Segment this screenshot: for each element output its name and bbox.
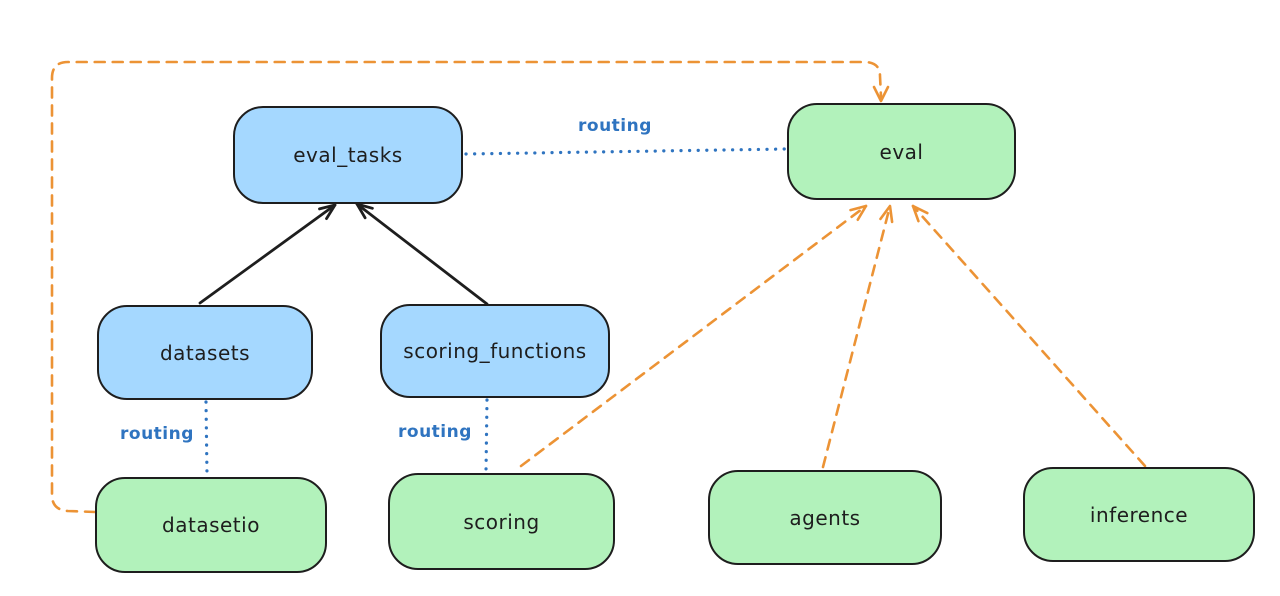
edge-datasets-to-eval-tasks (198, 203, 337, 305)
edge-datasetio-to-eval-arrowhead (872, 85, 890, 103)
edge-datasets-to-datasetio-dotted (204, 400, 209, 477)
node-datasets-label: datasets (159, 340, 251, 365)
edge-inference-to-eval-dashed (911, 204, 1147, 468)
node-scoring: scoring (388, 473, 615, 570)
node-eval-tasks: eval_tasks (233, 106, 463, 204)
node-eval-label: eval (879, 139, 924, 164)
node-inference-label: inference (1089, 502, 1189, 527)
node-scoring-functions-label: scoring_functions (403, 339, 587, 363)
edge-datasets-to-eval-tasks-arrowhead (318, 203, 337, 220)
edge-inference-to-eval-arrowhead (911, 204, 929, 223)
node-eval-tasks-label: eval_tasks (293, 143, 403, 167)
node-eval: eval (787, 103, 1016, 200)
node-agents-label: agents (789, 505, 861, 530)
node-agents: agents (708, 470, 942, 565)
edge-agents-to-eval-arrowhead (879, 204, 894, 224)
node-inference: inference (1023, 467, 1255, 562)
edge-eval-tasks-to-eval-dotted (464, 147, 788, 156)
routing-label-eval-tasks-eval: routing (578, 116, 652, 136)
edge-agents-to-eval-dashed (821, 204, 892, 469)
node-datasetio: datasetio (95, 477, 327, 573)
routing-label-scoring-functions-scoring: routing (398, 422, 472, 442)
node-scoring-label: scoring (463, 509, 540, 534)
routing-label-datasets-datasetio: routing (120, 424, 194, 444)
node-datasetio-label: datasetio (162, 513, 260, 537)
edge-scoring-functions-to-eval-tasks (355, 202, 489, 306)
node-datasets: datasets (97, 305, 313, 400)
edge-scoring-functions-to-scoring-dotted (484, 398, 489, 473)
node-scoring-functions: scoring_functions (380, 304, 610, 398)
edge-scoring-to-eval-arrowhead (849, 204, 868, 221)
edge-scoring-to-eval-dashed (519, 204, 868, 468)
edge-scoring-functions-to-eval-tasks-arrowhead (355, 202, 374, 220)
edge-datasetio-to-eval-dashed (50, 60, 883, 514)
